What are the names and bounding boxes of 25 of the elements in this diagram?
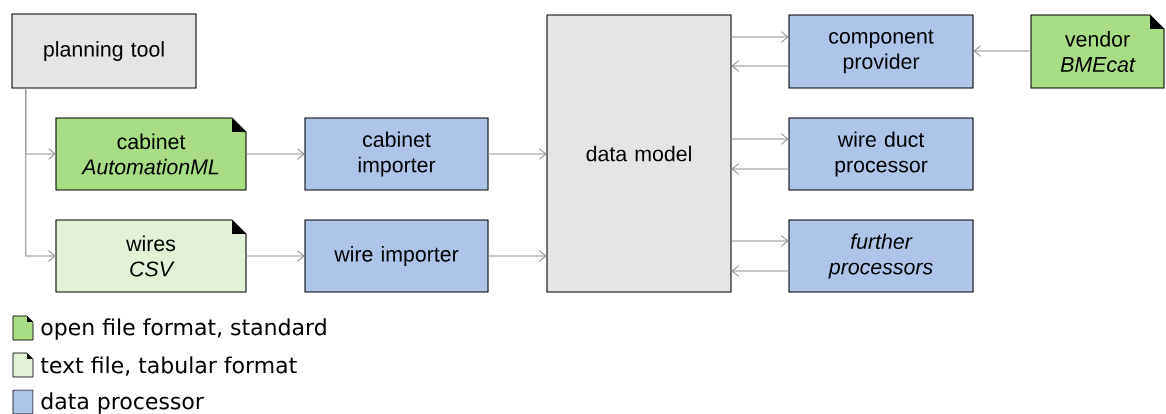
arrow: [973, 45, 1032, 57]
process-box: further processors: [788, 219, 974, 293]
arrow: [731, 60, 790, 72]
arrow: [730, 133, 789, 145]
file-box: wires CSV: [55, 219, 247, 293]
planning-tool-box: planning tool: [11, 13, 197, 89]
legend-label: text file, tabular format: [40, 356, 297, 376]
arrow: [487, 148, 547, 160]
file-box: vendor BMEcat: [1030, 14, 1165, 89]
data-model-box: data model: [546, 14, 732, 293]
legend-label: data processor: [41, 392, 204, 414]
process-box: wire duct processor: [788, 117, 974, 191]
arrow: [487, 250, 547, 262]
legend-label: open file format, standard: [41, 318, 326, 340]
arrow: [245, 148, 305, 160]
arrow: [245, 250, 305, 262]
process-box: component provider: [788, 14, 974, 89]
arrow: [731, 163, 790, 175]
arrow: [731, 265, 790, 277]
file-box: cabinet AutomationML: [55, 117, 247, 191]
process-box: wire importer: [304, 219, 489, 293]
arrow: [730, 235, 789, 247]
arrow: [25, 87, 57, 262]
arrow: [730, 31, 789, 43]
process-box: cabinet importer: [304, 117, 489, 191]
